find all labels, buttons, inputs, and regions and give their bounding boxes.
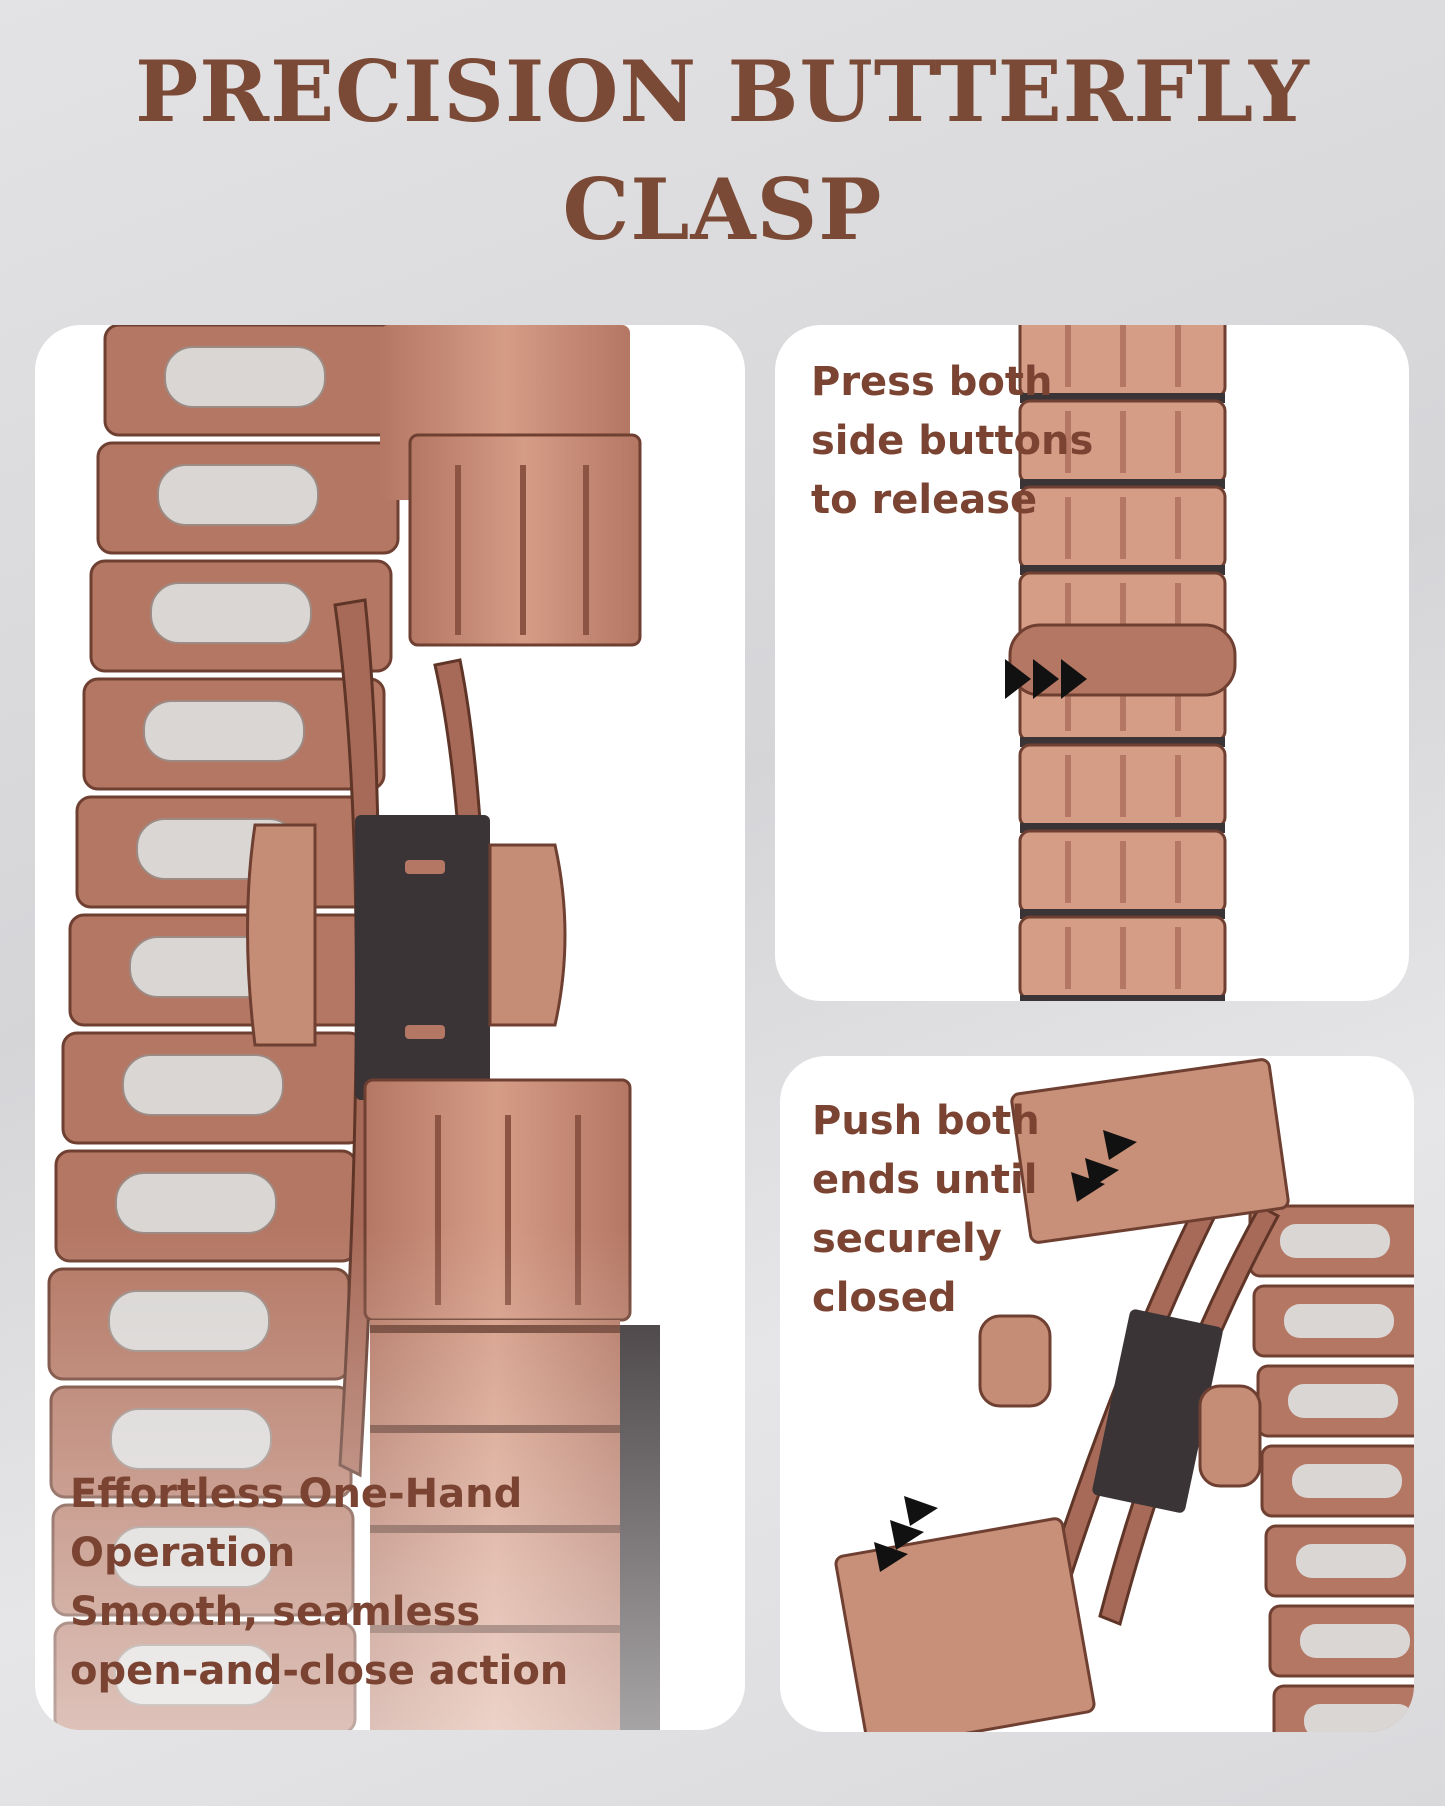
caption-one-hand-operation: Effortless One-Hand Operation Smooth, se…: [70, 1465, 568, 1701]
caption-line: Smooth, seamless: [70, 1589, 481, 1635]
triple-play-arrow-icon: [1005, 659, 1089, 699]
caption-line: closed: [812, 1275, 957, 1321]
clasp-right-button: [488, 843, 567, 1027]
caption-line: open-and-close action: [70, 1648, 569, 1694]
caption-line: Push both: [812, 1098, 1040, 1144]
page-title-line-1: PRECISION BUTTERFLY: [135, 42, 1310, 141]
caption-line: securely: [812, 1216, 1002, 1262]
double-arrow-icon: [1065, 1130, 1145, 1210]
caption-line: to release: [811, 477, 1038, 523]
caption-line: side buttons: [811, 418, 1094, 464]
caption-line: Effortless One-Hand: [70, 1471, 523, 1517]
panel-press-to-release: Press both side buttons to release: [775, 325, 1409, 1001]
panel-open-clasp: Effortless One-Hand Operation Smooth, se…: [35, 325, 745, 1730]
panel-push-to-close: Push both ends until securely closed: [780, 1056, 1414, 1732]
clasp-left-button: [246, 823, 317, 1047]
page-title-line-2: CLASP: [562, 160, 883, 259]
caption-press-release: Press both side buttons to release: [811, 353, 1093, 530]
caption-line: Press both: [811, 359, 1053, 405]
caption-line: ends until: [812, 1157, 1038, 1203]
caption-line: Operation: [70, 1530, 296, 1576]
open-clasp-illustration: [35, 325, 745, 1730]
caption-push-close: Push both ends until securely closed: [812, 1092, 1040, 1328]
clasp-center-plate: [355, 815, 490, 1100]
clasp-closing-illustration: [834, 1058, 1414, 1732]
double-arrow-icon: [870, 1496, 950, 1576]
